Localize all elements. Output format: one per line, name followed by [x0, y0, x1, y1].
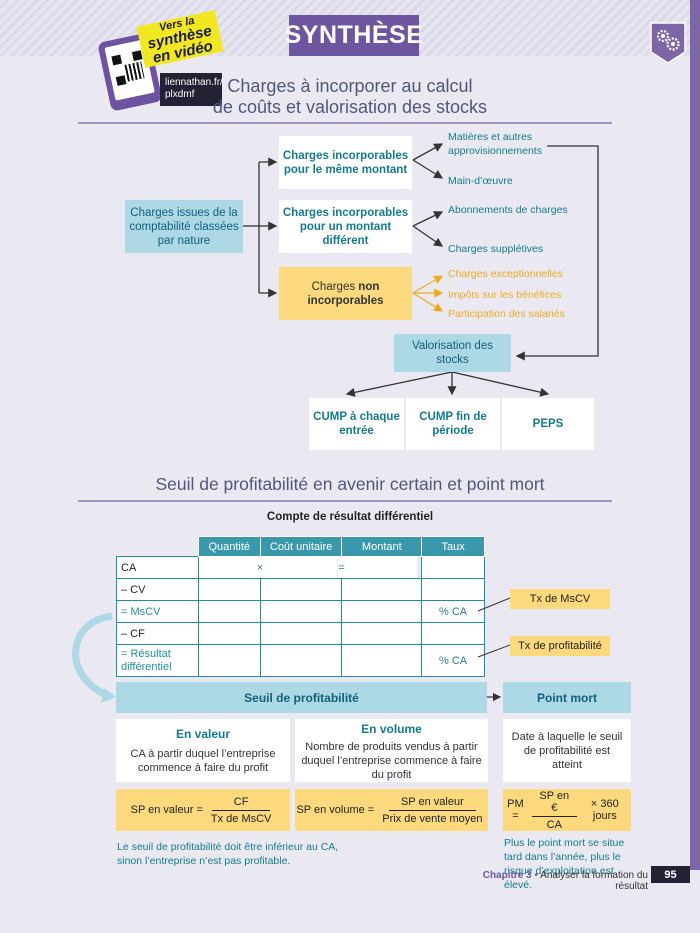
section2-rule — [78, 500, 612, 502]
page-title: SYNTHÈSE — [285, 15, 423, 56]
f-volume-frac: SP en valeur Prix de vente moyen — [378, 796, 486, 825]
table-row: = Résultat différentiel % CA — [116, 644, 485, 677]
f-pm-rhs: × 360 jours — [590, 798, 619, 822]
cell-cout — [259, 600, 343, 623]
formula-sp-valeur: SP en valeur = CF Tx de MsCV — [116, 789, 290, 831]
note-left: Le seuil de profitabilité doit être infé… — [117, 841, 339, 867]
section2-title: Seuil de profitabilité en avenir certain… — [155, 474, 545, 494]
f-valeur-lhs: SP en valeur = — [130, 804, 203, 816]
f-pm-den: CA — [546, 818, 562, 831]
f-valeur-den: Tx de MsCV — [210, 812, 272, 825]
card-volume-title: En volume — [361, 722, 422, 736]
valorisation-box: Valorisation des stocks — [394, 334, 511, 372]
header-empty — [117, 537, 199, 557]
card-volume-text: Nombre de produits vendus à partir duque… — [301, 741, 482, 781]
cell-montant — [341, 622, 423, 645]
f-volume-lhs: SP en volume = — [296, 804, 375, 816]
f-valeur-frac: CF Tx de MsCV — [207, 796, 276, 825]
band-seuil: Seuil de profitabilité — [116, 682, 487, 713]
incorp-same-box: Charges incorporables pour le même monta… — [279, 136, 412, 189]
method-cump-fin: CUMP fin de période — [406, 398, 500, 450]
incorp-diff-box: Charges incorporables pour un montant di… — [279, 200, 412, 253]
section1-rule — [78, 122, 612, 124]
col-quantite: Quantité — [197, 536, 261, 557]
non-incorp-bold: non incorporables — [307, 280, 384, 307]
card-valeur-title: En valeur — [175, 727, 231, 741]
cell-quantite — [197, 556, 261, 579]
cell-cout: × — [255, 556, 339, 579]
video-link[interactable]: liennathan.fr/ plxdmf — [160, 73, 223, 106]
card-point-mort: Date à laquelle le seuil de profitabilit… — [503, 719, 631, 782]
leaf-matieres: Matières et autres approvisionnements — [448, 131, 542, 157]
f-pm-num: SP en € — [531, 790, 577, 817]
row-label: = Résultat différentiel — [116, 644, 199, 677]
cell-quantite — [197, 622, 261, 645]
cell-taux: % CA — [421, 600, 485, 623]
table-row: – CF — [116, 622, 485, 645]
cell-montant — [341, 600, 423, 623]
leaf-participation: Participation des salariés — [448, 308, 565, 320]
col-cout-unitaire: Coût unitaire — [259, 536, 343, 557]
cell-taux — [421, 622, 485, 645]
cell-montant: = — [337, 556, 419, 579]
table-row: – CV — [116, 578, 485, 601]
section1-title-line2: de coûts et valorisation des stocks — [212, 97, 488, 117]
f-volume-den: Prix de vente moyen — [382, 812, 483, 825]
source-charges-box: Charges issues de la comptabilité classé… — [125, 200, 243, 253]
row-label: = MsCV — [116, 600, 199, 623]
f-valeur-num: CF — [211, 796, 271, 811]
cell-taux: % CA — [421, 644, 485, 677]
cell-cout — [259, 578, 343, 601]
cell-quantite — [197, 578, 261, 601]
method-peps: PEPS — [502, 398, 594, 450]
differential-table: Quantité Coût unitaire Montant Taux CA ×… — [116, 536, 485, 677]
f-volume-num: SP en valeur — [388, 796, 476, 811]
leaf-abonnements: Abonnements de charges — [448, 204, 568, 216]
qr-code-icon — [111, 50, 147, 86]
cell-taux — [421, 578, 485, 601]
note-right: Plus le point mort se situe tard dans l’… — [504, 837, 625, 891]
cell-quantite — [197, 644, 261, 677]
footer-chapter: Chapitre 3 • Analyser la formation du ré… — [448, 870, 648, 892]
section1-title-line1: Charges à incorporer au calcul — [227, 76, 473, 96]
leaf-suppletives: Charges supplétives — [448, 243, 544, 255]
cell-cout — [259, 644, 343, 677]
formula-sp-volume: SP en volume = SP en valeur Prix de vent… — [295, 789, 488, 831]
cell-quantite — [197, 600, 261, 623]
footer-bullet: • — [534, 870, 538, 881]
table-row: = MsCV % CA — [116, 600, 485, 623]
leaf-main-oeuvre: Main-d’œuvre — [448, 175, 513, 187]
f-pm-lhs: PM = — [507, 798, 524, 822]
side-bar — [690, 0, 700, 870]
row-label: CA — [116, 556, 199, 579]
cell-cout — [259, 622, 343, 645]
method-cump-entree: CUMP à chaque entrée — [309, 398, 404, 450]
col-taux: Taux — [421, 536, 485, 557]
non-incorp-box: Charges non incorporables — [279, 267, 412, 320]
page-number: 95 — [651, 866, 690, 883]
gears-icon — [650, 22, 686, 64]
card-en-valeur: En valeur CA à partir duquel l’entrepris… — [116, 719, 290, 782]
f-pm-frac: SP en € CA — [531, 790, 577, 831]
table-caption: Compte de résultat différentiel — [266, 511, 434, 523]
row-label: – CF — [116, 622, 199, 645]
tag-tx-mscv: Tx de MsCV — [510, 589, 610, 609]
card-valeur-text: CA à partir duquel l’entreprise commence… — [130, 748, 276, 774]
band-point-mort: Point mort — [503, 682, 631, 713]
leaf-impots: Impôts sur les bénéfices — [448, 289, 562, 301]
cell-montant — [341, 578, 423, 601]
table-row: CA × = — [116, 556, 485, 579]
leaf-exceptionnelles: Charges exceptionnelles — [448, 268, 563, 280]
cell-montant — [341, 644, 423, 677]
card-en-volume: En volume Nombre de produits vendus à pa… — [295, 719, 488, 782]
col-montant: Montant — [341, 536, 423, 557]
section1-title: Charges à incorporer au calcul de coûts … — [150, 76, 550, 118]
row-label: – CV — [116, 578, 199, 601]
cell-taux — [421, 556, 485, 579]
non-incorp-prefix: Charges — [311, 280, 356, 293]
formula-pm: PM = SP en € CA × 360 jours — [503, 789, 631, 831]
footer-chapter-label: Chapitre 3 — [482, 870, 532, 881]
tag-tx-profitabilite: Tx de profitabilité — [510, 636, 610, 656]
footer-chapter-title: Analyser la formation du résultat — [540, 870, 648, 892]
